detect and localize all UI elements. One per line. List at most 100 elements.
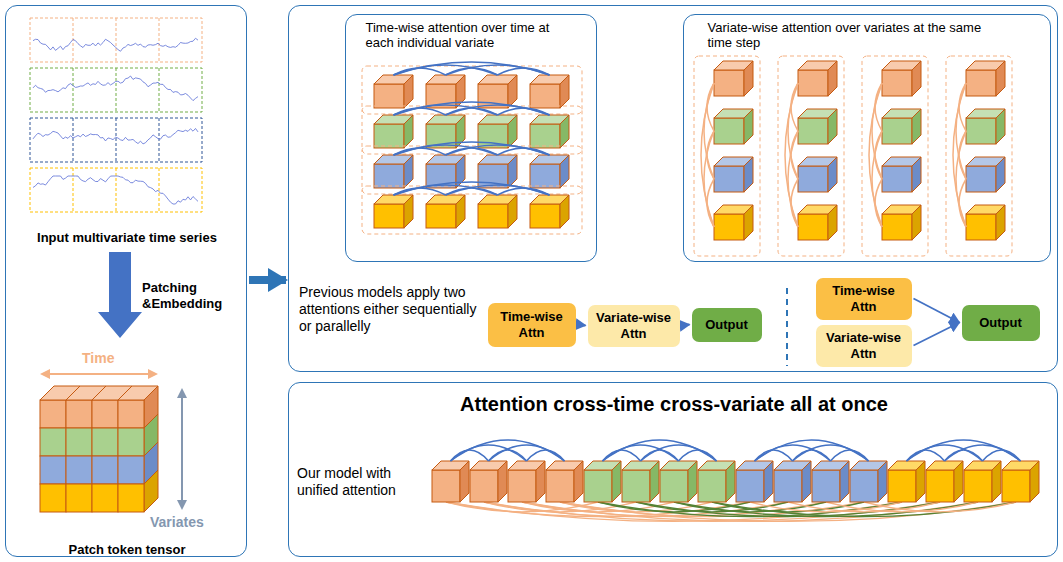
attention-arc (945, 450, 983, 461)
process-box: Time-wise Attn (816, 278, 912, 320)
output-box: Output (692, 308, 762, 342)
panel-text: Patching &Embedding (142, 280, 242, 311)
attention-arc (956, 131, 966, 227)
box-label: Time-wise Attn (492, 309, 572, 340)
panel-frame: Input multivariate time seriesPatching &… (5, 5, 247, 557)
attention-arc (498, 148, 550, 155)
patch-token-cube (850, 461, 887, 502)
attention-arc (446, 145, 550, 155)
patch-token-cube (714, 205, 753, 240)
patch-token-cube (774, 461, 811, 502)
attention-arc (446, 185, 550, 195)
box-label: Variate-wise Attn (820, 330, 908, 361)
flow-arrow (914, 323, 960, 346)
axis-label: Variates (150, 514, 204, 530)
patch-token-cube (432, 461, 469, 502)
attention-arc (907, 440, 1021, 461)
time-wise-attention-figure (362, 62, 582, 234)
attention-arc (788, 131, 798, 227)
attention-arc (498, 108, 550, 115)
panel-text: Attention cross-time cross-variate all a… (409, 392, 939, 416)
panel-frame: Time-wise attention over time at each in… (345, 14, 597, 262)
panel-frame: Variate-wise attention over variates at … (683, 14, 1051, 262)
separator-line (786, 288, 788, 366)
down-arrow (98, 252, 142, 338)
patch-token-cube (530, 195, 569, 228)
patch-token-cube (374, 75, 413, 108)
patch-token-cube (530, 155, 569, 188)
panel-text: Time-wise attention over time at each in… (366, 20, 578, 51)
patch-token-cube (812, 461, 849, 502)
axis-label: Time (82, 350, 114, 366)
patch-token-cube (508, 461, 545, 502)
patch-token-cube (584, 461, 621, 502)
panel-text: Previous models apply two attentions eit… (299, 284, 481, 334)
attention-arc (793, 445, 869, 461)
attention-arc (674, 502, 978, 517)
attention-arc (489, 445, 565, 461)
attention-arc (636, 502, 940, 517)
attention-arc (907, 450, 945, 461)
attention-arc (679, 450, 717, 461)
patch-token-cube (882, 109, 921, 144)
attention-arc (560, 502, 1016, 521)
patch-token-cube (888, 461, 925, 502)
attention-arc (446, 105, 550, 115)
attention-arc (755, 450, 793, 461)
patch-token-cube (622, 461, 659, 502)
patch-token-cube (530, 115, 569, 148)
patch-token-cube (798, 61, 837, 96)
attention-arc (831, 450, 869, 461)
box-label: Variate-wise Attn (592, 310, 676, 341)
flow-arrow (578, 325, 586, 326)
patch-token-cube (798, 157, 837, 192)
attention-arc (793, 450, 831, 461)
box-label: Time-wise Attn (820, 283, 908, 314)
patch-token-cube (478, 195, 517, 228)
patch-token-cube (1002, 461, 1039, 502)
patch-token-cube (882, 61, 921, 96)
panel-frame: Previous models apply two attentions eit… (288, 5, 1058, 372)
attention-arc (394, 182, 550, 195)
attention-arc (712, 502, 1016, 517)
attention-arc (641, 445, 717, 461)
attention-arc (498, 68, 550, 75)
output-box: Output (962, 305, 1040, 341)
attention-arc (869, 83, 882, 227)
attention-arc (641, 450, 679, 461)
attention-arc (707, 179, 714, 227)
patch-token-cube (964, 461, 1001, 502)
attention-arc (498, 188, 550, 195)
panel-text: Our model with unified attention (297, 465, 429, 499)
process-box: Time-wise Attn (488, 303, 576, 347)
patch-token-cube (798, 109, 837, 144)
patch-token-cube (660, 461, 697, 502)
process-box: Variate-wise Attn (816, 325, 912, 367)
attention-arc (872, 131, 882, 227)
patch-token-cube (426, 195, 465, 228)
panel-text: Patch token tensor (14, 542, 240, 558)
patch-token-tensor (40, 386, 158, 512)
patch-token-cube (882, 157, 921, 192)
attention-arc (598, 502, 902, 517)
patch-token-cube (714, 157, 753, 192)
attention-arc (791, 179, 798, 227)
flow-block-arrow (249, 276, 286, 284)
variate-wise-attention-figure (694, 56, 1012, 256)
patch-token-cube (470, 461, 507, 502)
patch-token-cube (374, 155, 413, 188)
attention-arc (522, 502, 978, 521)
attention-arc (983, 450, 1021, 461)
panel-frame: Attention cross-time cross-variate all a… (288, 382, 1058, 557)
patch-token-cube (374, 115, 413, 148)
patch-token-cube (530, 75, 569, 108)
patch-token-cube (882, 205, 921, 240)
attention-arc (945, 445, 1021, 461)
flow-arrow (682, 325, 690, 326)
process-box: Variate-wise Attn (588, 305, 680, 347)
attention-arc (451, 440, 565, 461)
time-series-plot (30, 18, 202, 212)
box-label: Output (979, 315, 1022, 331)
attention-arc (959, 179, 966, 227)
